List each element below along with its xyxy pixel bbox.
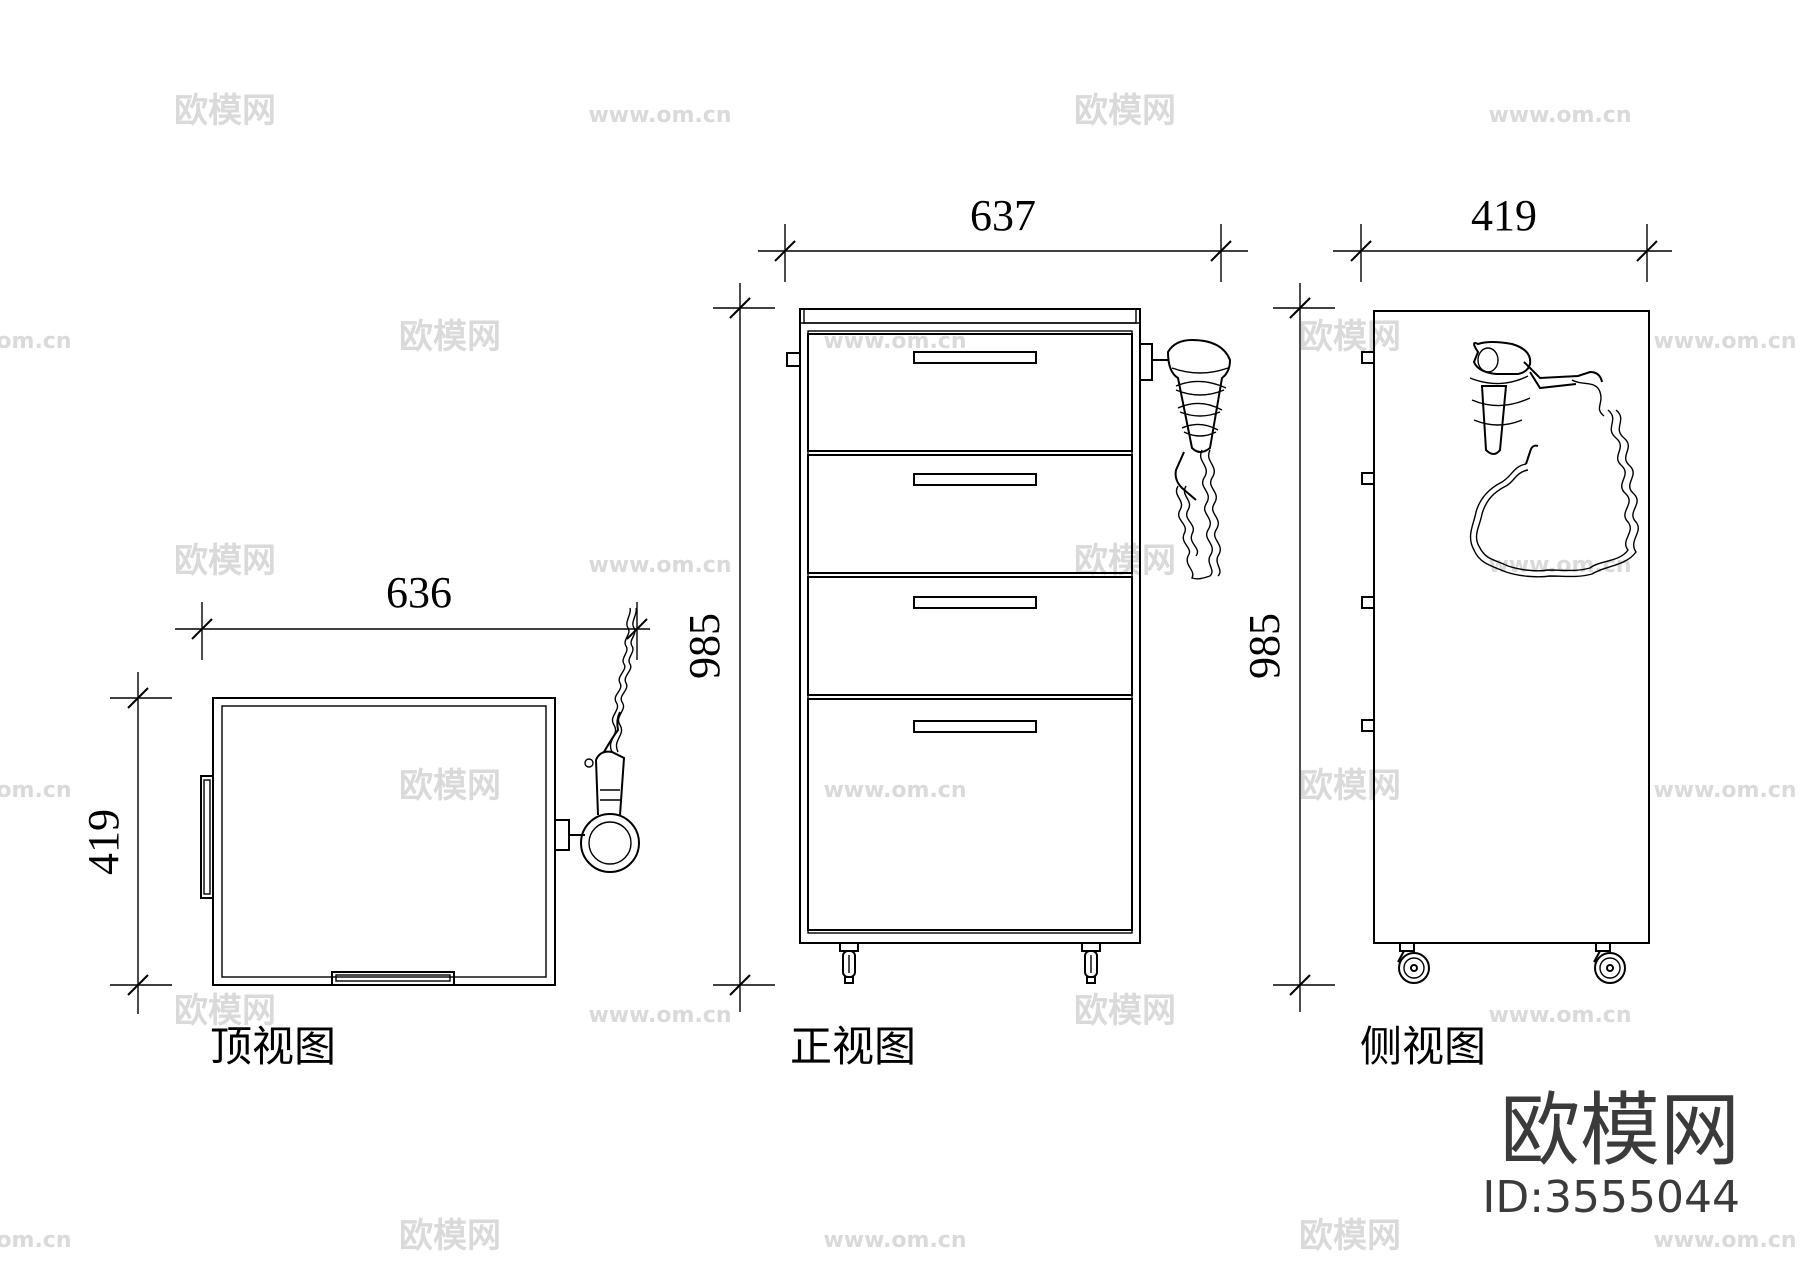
front-view-height-label: 985 <box>680 613 729 679</box>
watermark-url: www.om.cn <box>0 778 72 803</box>
front-view-drawer-1 <box>807 333 1133 452</box>
front-view-width-dimension: 637 <box>758 191 1248 282</box>
side-view-height-dimension: 985 <box>1240 283 1335 1012</box>
front-view-left-knob <box>786 352 801 367</box>
watermark-url: www.om.cn <box>1653 1228 1796 1253</box>
side-view-caption: 侧视图 <box>1360 1022 1486 1071</box>
front-view: 637 985 <box>680 191 1248 1071</box>
front-view-height-dimension: 985 <box>680 283 775 1012</box>
top-view-width-label: 636 <box>386 568 452 617</box>
watermark-cn: 欧模网 <box>1299 317 1401 357</box>
drawer-handle <box>913 351 1037 364</box>
watermark-url: www.om.cn <box>0 1228 72 1253</box>
watermark-url: www.om.cn <box>1653 778 1796 803</box>
brand-logo-text: 欧模网 <box>1500 1084 1740 1177</box>
front-view-caster-left <box>839 942 859 984</box>
side-view-width-label: 419 <box>1471 191 1537 240</box>
front-view-width-label: 637 <box>970 191 1036 240</box>
watermark-cn: 欧模网 <box>399 1216 501 1256</box>
front-view-drawer-2 <box>807 454 1133 574</box>
side-view: 419 985 <box>1240 191 1672 1071</box>
front-view-top-panel <box>803 308 1137 324</box>
front-view-cabinet-body <box>799 308 1141 944</box>
front-view-drawer-4 <box>807 698 1133 931</box>
watermark-cn: 欧模网 <box>1074 91 1176 131</box>
brand-block: 欧模网 ID:3555044 <box>1482 1084 1740 1223</box>
top-view-depth-label: 419 <box>79 809 128 875</box>
watermark-cn: 欧模网 <box>174 91 276 131</box>
top-view-depth-dimension: 419 <box>79 672 172 1014</box>
side-view-height-label: 985 <box>1240 613 1289 679</box>
watermark-cn: 欧模网 <box>174 991 276 1031</box>
side-view-handle-2 <box>1361 472 1375 485</box>
top-view-side-handle <box>200 775 214 899</box>
watermark-url: www.om.cn <box>823 329 966 354</box>
front-view-drawer-3 <box>807 576 1133 696</box>
watermark-url: www.om.cn <box>1653 329 1796 354</box>
side-view-caster-right <box>1593 942 1626 984</box>
brand-id-text: ID:3555044 <box>1482 1172 1740 1223</box>
top-view-width-dimension: 636 <box>175 568 650 660</box>
watermark-url: www.om.cn <box>1488 103 1631 128</box>
side-view-width-dimension: 419 <box>1333 191 1672 282</box>
front-view-right-bracket <box>1139 343 1153 381</box>
watermark-url: www.om.cn <box>1488 1003 1631 1028</box>
watermark-cn: 欧模网 <box>399 317 501 357</box>
hair-dryer-front-view <box>1152 338 1232 580</box>
top-view-caption: 顶视图 <box>210 1022 336 1071</box>
drawer-handle <box>913 596 1037 609</box>
hair-dryer-side-view <box>1469 341 1639 578</box>
watermark-url: www.om.cn <box>823 778 966 803</box>
watermark-cn: 欧模网 <box>399 766 501 806</box>
watermark-url: www.om.cn <box>0 329 72 354</box>
side-view-handle-3 <box>1361 596 1375 609</box>
watermark-cn: 欧模网 <box>1074 991 1176 1031</box>
top-view-cabinet-outline <box>212 697 556 986</box>
drawer-handle <box>913 473 1037 486</box>
watermark-cn: 欧模网 <box>1299 766 1401 806</box>
hair-dryer-top-view <box>554 607 640 873</box>
front-view-caption: 正视图 <box>790 1022 916 1071</box>
side-view-cabinet-body <box>1373 310 1650 944</box>
watermark-url: www.om.cn <box>588 553 731 578</box>
side-view-caster-left <box>1397 942 1430 984</box>
watermark-layer: 欧模网 www.om.cn 欧模网 www.om.cn www.om.cn 欧模网 www.… <box>0 91 1797 1256</box>
watermark-url: www.om.cn <box>588 103 731 128</box>
watermark-cn: 欧模网 <box>1074 541 1176 581</box>
front-view-caster-right <box>1081 942 1101 984</box>
watermark-cn: 欧模网 <box>1299 1216 1401 1256</box>
drawer-handle <box>913 720 1037 733</box>
watermark-url: www.om.cn <box>823 1228 966 1253</box>
top-view-top-panel <box>221 705 547 978</box>
side-view-handle-4 <box>1361 719 1375 732</box>
watermark-url: www.om.cn <box>1488 553 1631 578</box>
watermark-url: www.om.cn <box>588 1003 731 1028</box>
side-view-handle-1 <box>1361 351 1375 364</box>
top-view: 636 419 顶视图 <box>79 568 650 1071</box>
watermark-cn: 欧模网 <box>174 541 276 581</box>
top-view-front-handle <box>331 971 455 986</box>
